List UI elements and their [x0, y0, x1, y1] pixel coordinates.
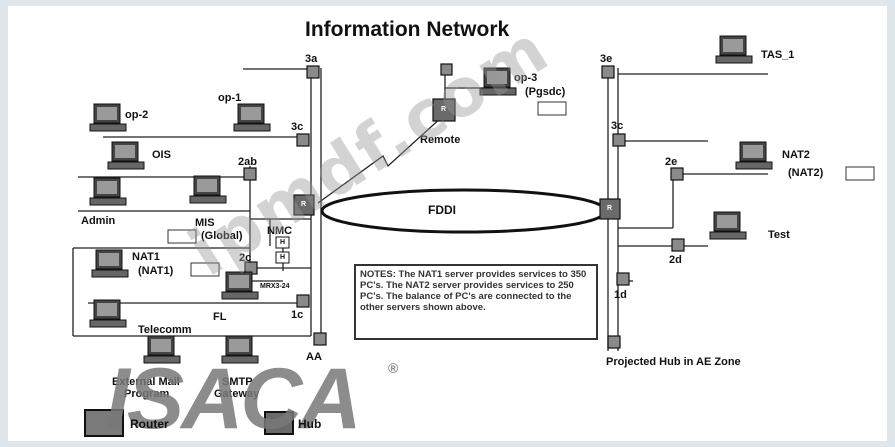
badge-nat1: [190, 262, 220, 277]
label-pgsdc: (Pgsdc): [525, 86, 566, 98]
label-mis: MIS: [195, 217, 215, 229]
badge-pgsdc: [537, 101, 567, 116]
label-fddi: FDDI: [428, 203, 456, 217]
label-smtp-2: Gateway: [214, 388, 260, 400]
label-test: Test: [768, 229, 790, 241]
network-diagram: [72, 35, 875, 437]
label-ois: OIS: [152, 149, 171, 161]
label-mis-global: (Global): [201, 230, 243, 242]
label-telecomm: Telecomm: [138, 324, 192, 336]
label-tas1: TAS_1: [761, 49, 795, 61]
hub-2ab: [243, 167, 257, 181]
pc-nat2-icon: [735, 141, 773, 170]
hub-2e: [670, 167, 684, 181]
router-left-letter: R: [301, 201, 307, 208]
router-remote: [432, 98, 456, 122]
label-2d: 2d: [669, 254, 682, 266]
legend-hub-label: Hub: [298, 417, 322, 431]
nmc-hub-letter-1: H: [280, 239, 286, 246]
diagram-canvas: Information Network 3a 3e 3c 3c 2ab 2e 2…: [8, 6, 887, 447]
label-nat2-paren: (NAT2): [788, 167, 824, 179]
router-right-letter: R: [607, 205, 613, 212]
legend-router-icon: [84, 409, 124, 437]
label-fl: FL: [213, 311, 227, 323]
pc-fl-icon: [221, 271, 259, 300]
pc-admin-icon: [89, 177, 127, 206]
isaca-logo: ISACA: [106, 351, 362, 447]
label-nmc: NMC: [267, 225, 293, 237]
hub-1d: [616, 272, 630, 286]
label-op1: op-1: [218, 92, 242, 104]
router-left: [293, 194, 315, 216]
label-3e: 3e: [600, 53, 613, 65]
page-title: Information Network: [305, 18, 510, 41]
label-2e: 2e: [665, 156, 678, 168]
legend-router-label: Router: [130, 417, 169, 431]
label-smtp-1: SMTP: [222, 376, 253, 388]
label-3c-left: 3c: [291, 121, 304, 133]
label-ext-mail-2: Program: [124, 388, 170, 400]
nmc-hub-2: [275, 251, 290, 264]
pc-smtp-icon: [221, 335, 259, 364]
label-3a: 3a: [305, 53, 318, 65]
badge-mis: [167, 229, 197, 244]
label-remote: Remote: [420, 134, 461, 146]
pc-ext-mail-icon: [143, 335, 181, 364]
pc-telecomm-icon: [89, 299, 127, 328]
nmc-hub-1: [275, 236, 290, 249]
label-op2: op-2: [125, 109, 149, 121]
pc-op2-icon: [89, 103, 127, 132]
label-1c: 1c: [291, 309, 304, 321]
label-aa: AA: [306, 351, 322, 363]
registered-mark: ®: [388, 360, 399, 376]
label-ext-mail-1: External Mail: [112, 376, 180, 388]
hub-remote: [440, 63, 453, 76]
nmc-hub-letter-2: H: [280, 254, 286, 261]
label-admin: Admin: [81, 215, 116, 227]
pc-nat1-icon: [91, 249, 129, 278]
hub-3e: [601, 65, 615, 79]
hub-3c-right: [612, 133, 626, 147]
label-1d: 1d: [614, 289, 627, 301]
remote-link-zigzag: [317, 115, 444, 204]
router-right: [599, 198, 621, 220]
label-nat1: NAT1: [132, 251, 160, 263]
label-nat2: NAT2: [782, 149, 810, 161]
label-2c: 2c: [239, 252, 252, 264]
hub-aa: [313, 332, 327, 346]
hub-3a: [306, 65, 320, 79]
label-op3: op-3: [514, 72, 538, 84]
label-projected-hub: Projected Hub in AE Zone: [606, 356, 741, 368]
pc-tas1-icon: [715, 35, 753, 64]
label-nat1-paren: (NAT1): [138, 265, 174, 277]
label-mrx: MRX3-24: [260, 283, 290, 290]
badge-nat2: [845, 166, 875, 181]
router-remote-letter: R: [441, 106, 447, 113]
fddi-ring: [320, 188, 608, 234]
hub-1c: [296, 294, 310, 308]
label-2ab: 2ab: [238, 156, 257, 168]
hub-2d: [671, 238, 685, 252]
hub-projected: [607, 335, 621, 349]
hub-3c-left: [296, 133, 310, 147]
pc-op3-icon: [479, 67, 517, 96]
pc-ois-icon: [107, 141, 145, 170]
pc-mis-icon: [189, 175, 227, 204]
label-3c-right: 3c: [611, 120, 624, 132]
pc-op1-icon: [233, 103, 271, 132]
pc-test-icon: [709, 211, 747, 240]
notes-box: NOTES: The NAT1 server provides services…: [354, 264, 598, 340]
legend-hub-icon: [264, 411, 294, 435]
